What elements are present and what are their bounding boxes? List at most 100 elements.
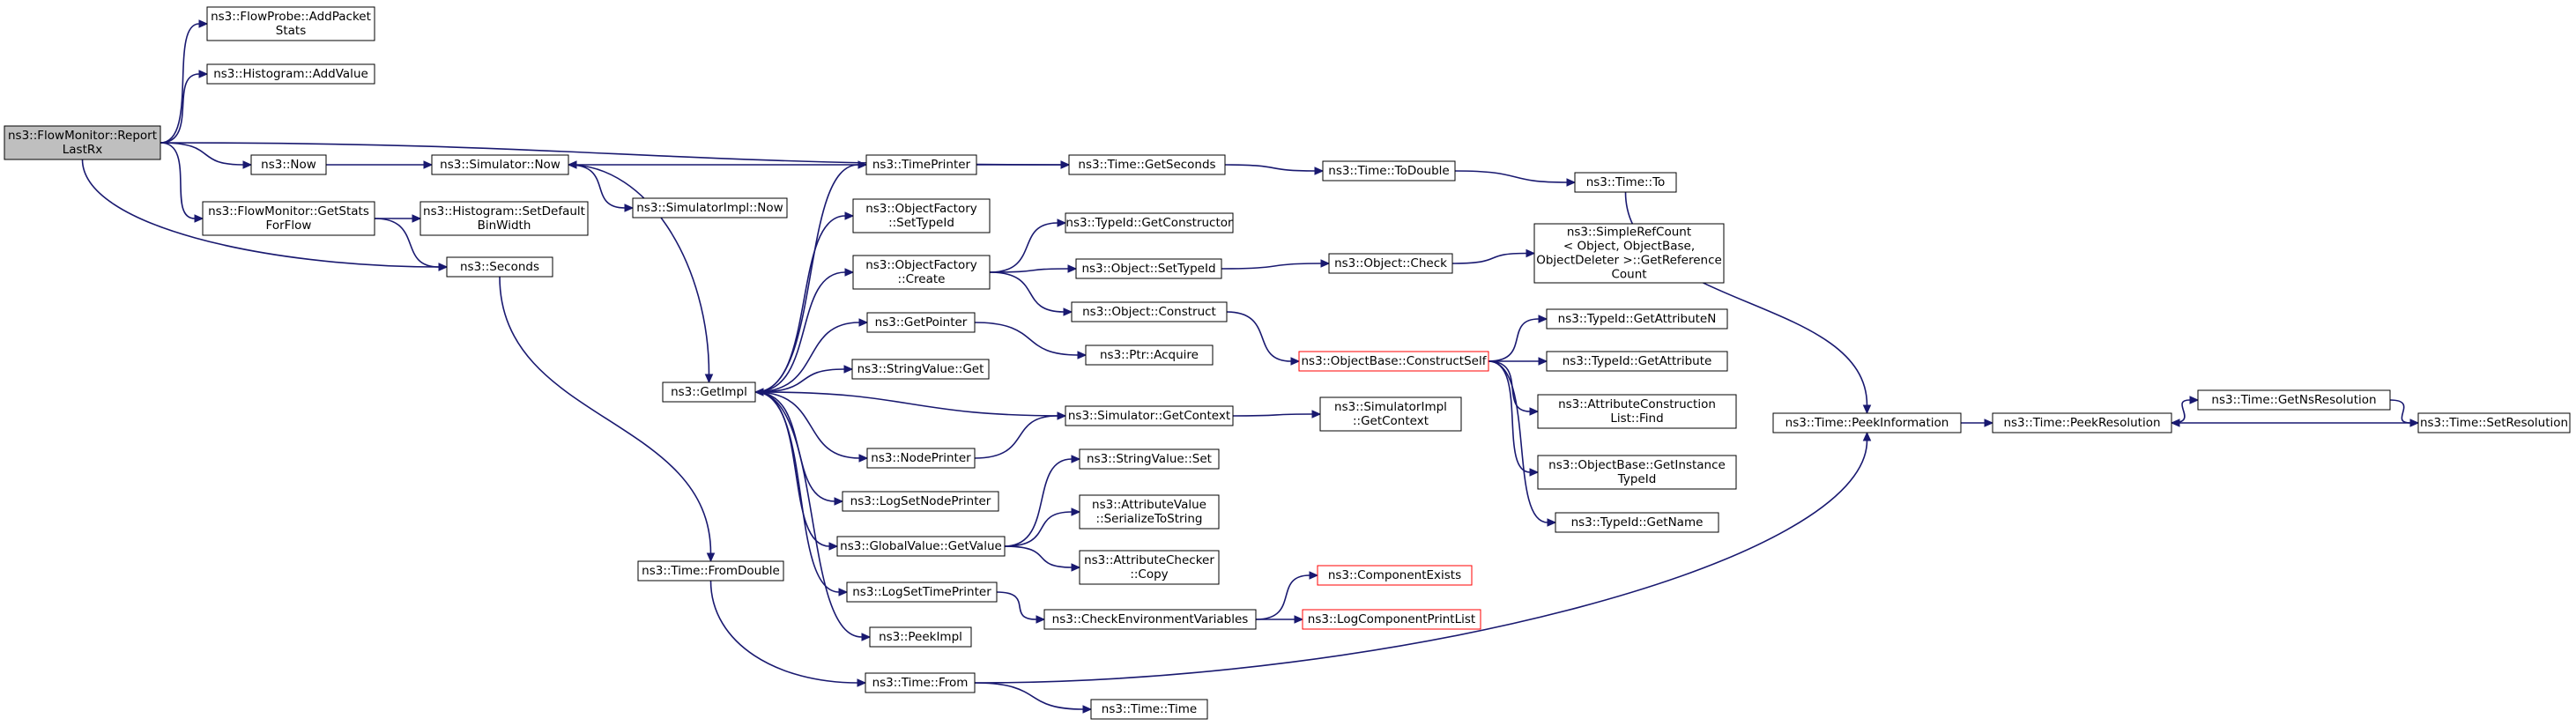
node-label: ns3::GetPointer xyxy=(875,315,968,330)
node-label: ns3::LogSetNodePrinter xyxy=(850,494,991,508)
node-time-time[interactable]: ns3::Time::Time xyxy=(1090,699,1208,720)
edge-arrowhead xyxy=(1526,248,1536,258)
node-simulator-getcontext[interactable]: ns3::Simulator::GetContext xyxy=(1065,405,1234,426)
node-label: ns3::Simulator::GetContext xyxy=(1068,409,1230,423)
edge-arrowhead xyxy=(1060,160,1071,169)
node-objectbase-constructself[interactable]: ns3::ObjectBase::ConstructSelf xyxy=(1298,351,1489,372)
node-getpointer[interactable]: ns3::GetPointer xyxy=(866,312,976,333)
node-objectfactory-create[interactable]: ns3::ObjectFactory::Create xyxy=(852,255,991,290)
node-histogram-addvalue[interactable]: ns3::Histogram::AddValue xyxy=(206,63,375,85)
node-objectfactory-settypeid[interactable]: ns3::ObjectFactory::SetTypeId xyxy=(852,198,991,233)
edge-line xyxy=(568,164,710,375)
node-object-check[interactable]: ns3::Object::Check xyxy=(1328,253,1453,274)
edge-arrowhead xyxy=(1036,615,1046,624)
edge-arrowhead xyxy=(1538,315,1548,323)
node-box xyxy=(1065,212,1234,233)
node-label: ns3::ObjectFactory xyxy=(865,258,977,272)
node-simplerefcount-getreferencecount[interactable]: ns3::SimpleRefCount< Object, ObjectBase,… xyxy=(1533,223,1725,284)
node-box xyxy=(1322,160,1456,182)
node-simulator-now[interactable]: ns3::Simulator::Now xyxy=(431,154,569,175)
node-logsetnodeprinter[interactable]: ns3::LogSetNodePrinter xyxy=(842,491,999,512)
node-box xyxy=(846,582,998,603)
edge-arrowhead xyxy=(194,214,204,223)
node-label: TypeId xyxy=(1617,472,1657,486)
node-seconds[interactable]: ns3::Seconds xyxy=(446,256,553,278)
call-edge xyxy=(1454,170,1577,187)
edge-line xyxy=(1232,413,1313,417)
node-attributechecker-copy[interactable]: ns3::AttributeChecker::Copy xyxy=(1079,550,1220,585)
node-time-getseconds[interactable]: ns3::Time::GetSeconds xyxy=(1068,154,1226,175)
node-label: ns3::Time::ToDouble xyxy=(1328,164,1449,178)
call-edge xyxy=(1004,507,1081,547)
node-typeid-getname[interactable]: ns3::TypeId::GetName xyxy=(1555,512,1719,533)
edge-line xyxy=(2171,399,2191,424)
node-typeid-getattribute[interactable]: ns3::TypeId::GetAttribute xyxy=(1546,351,1728,372)
node-timeprinter[interactable]: ns3::TimePrinter xyxy=(865,154,977,175)
node-label: ns3::FlowProbe::AddPacket xyxy=(211,10,371,24)
node-label: ns3::ObjectBase::GetInstance xyxy=(1548,458,1726,472)
node-simulatorimpl-now[interactable]: ns3::SimulatorImpl::Now xyxy=(632,197,788,219)
node-stringvalue-get[interactable]: ns3::StringValue::Get xyxy=(851,359,990,380)
node-label: List::Find xyxy=(1610,411,1663,426)
edge-line xyxy=(754,391,863,638)
node-box xyxy=(851,359,990,380)
edge-line xyxy=(754,391,830,547)
node-label: ns3::NodePrinter xyxy=(871,451,971,465)
node-time-setresolution[interactable]: ns3::Time::SetResolution xyxy=(2417,412,2571,433)
edge-arrowhead xyxy=(198,19,209,28)
node-label: ::GetContext xyxy=(1353,414,1429,428)
edge-arrowhead xyxy=(1057,219,1067,227)
node-logsettimeprinter[interactable]: ns3::LogSetTimePrinter xyxy=(846,582,998,603)
edge-line xyxy=(1488,360,1548,523)
node-time-todouble[interactable]: ns3::Time::ToDouble xyxy=(1322,160,1456,182)
call-edge xyxy=(974,431,1872,684)
node-now[interactable]: ns3::Now xyxy=(250,154,327,175)
node-checkenvironmentvariables[interactable]: ns3::CheckEnvironmentVariables xyxy=(1043,609,1257,630)
node-object-settypeid[interactable]: ns3::Object::SetTypeId xyxy=(1075,258,1222,279)
node-label: ns3::TypeId::GetAttribute xyxy=(1563,354,1712,368)
call-edge xyxy=(754,318,869,393)
edge-arrowhead xyxy=(438,263,449,271)
node-simulatorimpl-getcontext[interactable]: ns3::SimulatorImpl::GetContext xyxy=(1319,396,1462,432)
node-time-to[interactable]: ns3::Time::To xyxy=(1574,172,1677,193)
edge-arrowhead xyxy=(704,374,714,384)
call-edge xyxy=(754,391,869,463)
call-edge xyxy=(1256,615,1304,624)
edge-line xyxy=(1255,574,1310,620)
node-box xyxy=(1302,609,1481,630)
call-edge xyxy=(375,214,422,223)
node-logcomponentprintlist[interactable]: ns3::LogComponentPrintList xyxy=(1302,609,1481,630)
node-attributevalue-serializetostring[interactable]: ns3::AttributeValue::SerializeToString xyxy=(1079,494,1220,530)
node-peekimpl[interactable]: ns3::PeekImpl xyxy=(869,626,972,648)
node-box xyxy=(852,198,991,233)
node-time-getnsresolution[interactable]: ns3::Time::GetNsResolution xyxy=(2197,389,2391,411)
node-label: ns3::ObjectFactory xyxy=(865,202,977,216)
node-typeid-getattributen[interactable]: ns3::TypeId::GetAttributeN xyxy=(1546,308,1728,330)
node-ptr-acquire[interactable]: ns3::Ptr::Acquire xyxy=(1085,344,1214,366)
node-globalvalue-getvalue[interactable]: ns3::GlobalValue::GetValue xyxy=(836,536,1006,557)
node-time-peekinformation[interactable]: ns3::Time::PeekInformation xyxy=(1772,412,1962,433)
node-typeid-getconstructor[interactable]: ns3::TypeId::GetConstructor xyxy=(1065,212,1234,233)
node-getimpl[interactable]: ns3::GetImpl xyxy=(662,382,756,403)
node-time-fromdouble[interactable]: ns3::Time::FromDouble xyxy=(637,560,784,582)
node-time-peekresolution[interactable]: ns3::Time::PeekResolution xyxy=(1992,412,2172,433)
node-object-construct[interactable]: ns3::Object::Construct xyxy=(1071,301,1228,322)
call-edge xyxy=(754,365,854,393)
node-componentexists[interactable]: ns3::ComponentExists xyxy=(1317,565,1473,586)
node-stringvalue-set[interactable]: ns3::StringValue::Set xyxy=(1079,448,1220,470)
call-edge xyxy=(1004,545,1081,572)
node-label: ns3::AttributeValue xyxy=(1092,498,1206,512)
call-edge xyxy=(568,164,635,212)
node-label: ns3::Histogram::SetDefault xyxy=(423,204,585,219)
node-time-from[interactable]: ns3::Time::From xyxy=(865,672,976,693)
node-nodeprinter[interactable]: ns3::NodePrinter xyxy=(866,448,976,469)
edge-arrowhead xyxy=(1063,307,1073,316)
edge-arrowhead xyxy=(838,588,849,596)
call-edge xyxy=(709,580,867,687)
